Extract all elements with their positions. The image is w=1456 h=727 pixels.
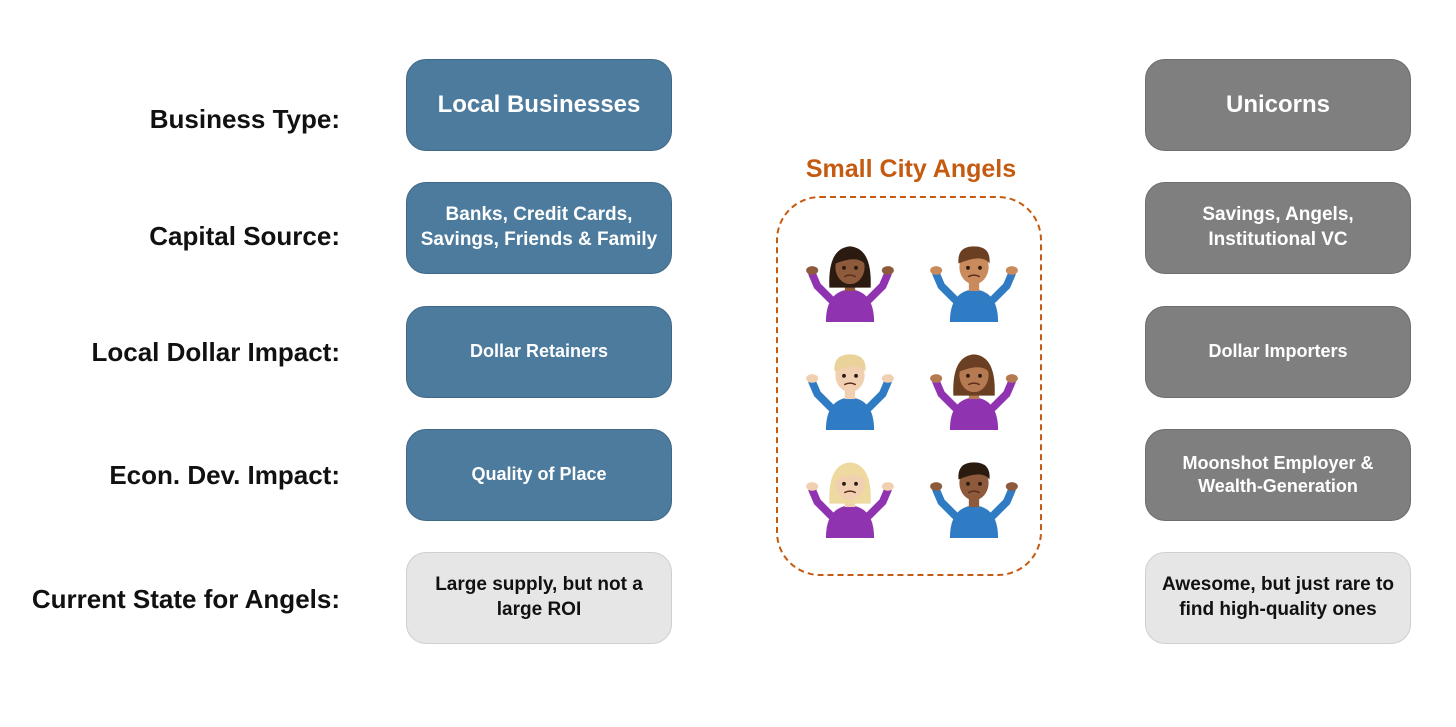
row-label-local-dollar-impact: Local Dollar Impact: (91, 337, 341, 367)
local-dollar-impact-box: Dollar Retainers (406, 306, 672, 398)
row-label-business-type: Business Type: (149, 104, 340, 134)
local-econ-dev-box: Quality of Place (406, 429, 672, 521)
local-business-type-box: Local Businesses (406, 59, 672, 151)
woman-shrugging-icon (806, 246, 894, 322)
local-current-state-box: Large supply, but not a large ROI (406, 552, 672, 644)
woman-shrugging-icon (806, 462, 894, 538)
man-shrugging-icon (930, 246, 1018, 322)
row-label-current-state: Current State for Angels: (31, 584, 340, 614)
row-label-capital-source: Capital Source: (149, 221, 340, 251)
man-shrugging-icon (930, 462, 1018, 538)
unicorn-dollar-impact-box: Dollar Importers (1145, 306, 1411, 398)
angels-title: Small City Angels (805, 155, 1017, 183)
unicorn-business-type-box: Unicorns (1145, 59, 1411, 151)
angels-dashed-box (776, 196, 1042, 576)
woman-shrugging-icon (930, 354, 1018, 430)
unicorn-capital-source-box: Savings, Angels, Institutional VC (1145, 182, 1411, 274)
unicorn-current-state-box: Awesome, but just rare to find high-qual… (1145, 552, 1411, 644)
row-label-econ-dev-impact: Econ. Dev. Impact: (109, 460, 340, 490)
unicorn-econ-dev-box: Moonshot Employer & Wealth-Generation (1145, 429, 1411, 521)
local-capital-source-box: Banks, Credit Cards, Savings, Friends & … (406, 182, 672, 274)
man-shrugging-icon (806, 354, 894, 430)
